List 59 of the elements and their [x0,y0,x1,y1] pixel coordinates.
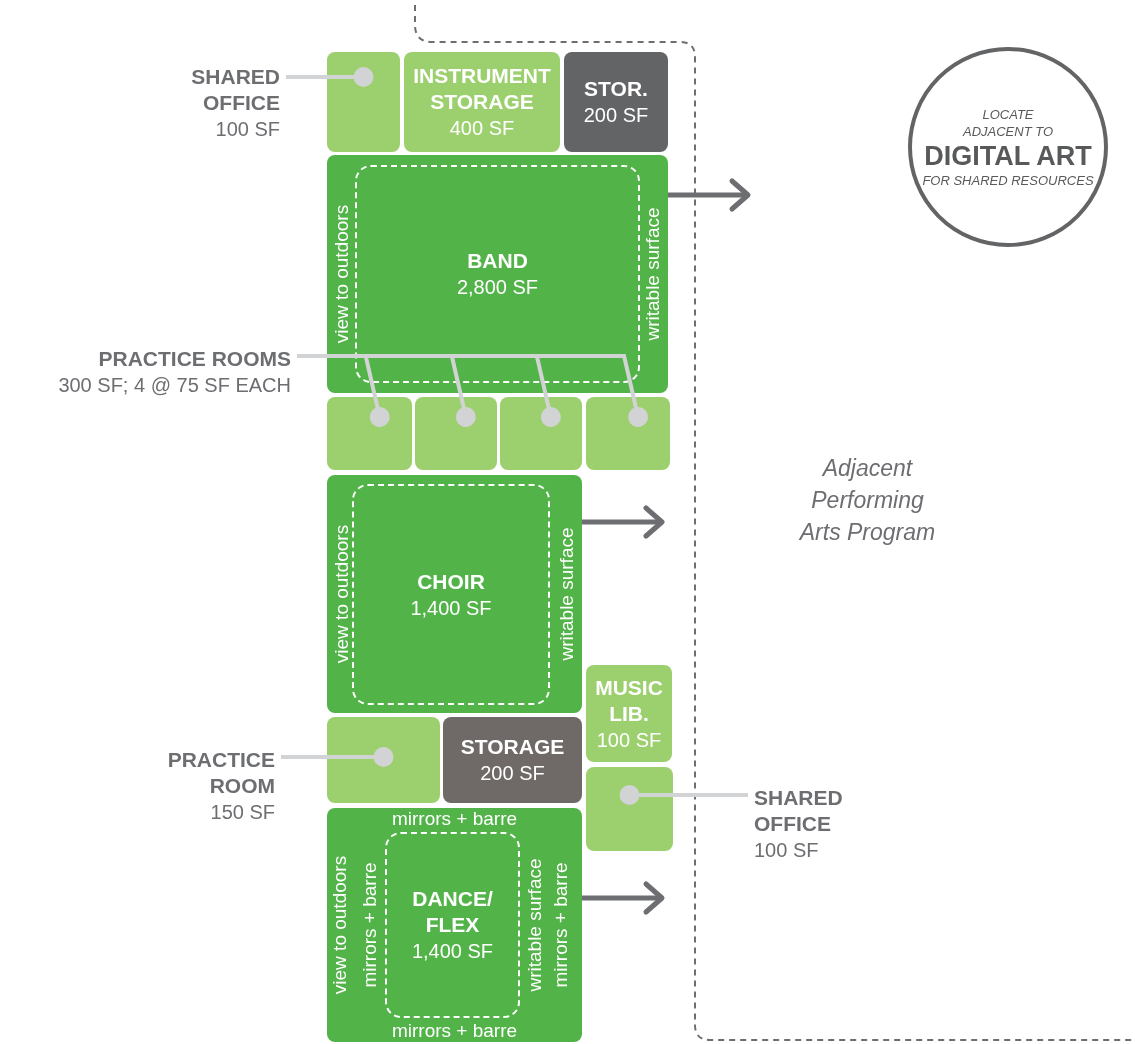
note-text: LOCATE ADJACENT TO [961,105,1055,140]
room-block [586,767,673,851]
leader-line [619,785,748,805]
area-label: 150 SF [210,800,275,825]
room-name: PRACTICE ROOM [166,747,275,799]
area-label: 300 SF; 4 @ 75 SF EACH [58,373,291,398]
arrow [582,881,665,915]
leader-line [286,67,374,87]
region-label: Adjacent Performing Arts Program [798,454,937,547]
room-zone [355,165,640,383]
wall-note: mirrors + barre [359,862,381,988]
room-block [500,397,582,470]
room-block [564,52,668,152]
wall-note: mirrors + barre [390,808,519,830]
area-label: 400 SF [449,116,515,141]
room-block [415,397,497,470]
area-label: 100 SF [215,117,280,142]
room-block [586,397,670,470]
room-block [327,808,582,1042]
wall-note: mirrors + barre [390,1020,519,1042]
room-name: SHARED OFFICE [754,785,844,837]
area-label: 200 SF [480,761,545,786]
area-label: 100 SF [596,727,662,753]
area-label: 200 SF [583,103,649,128]
area-label: 1,400 SF [410,595,492,621]
room-name: MUSIC LIB. [594,674,664,727]
room-name: STOR. [584,76,648,102]
area-label: 1,400 SF [411,939,494,964]
room-block [443,717,582,803]
wall-note: writable surface [524,858,546,992]
wall-note: writable surface [642,207,664,341]
room-block [404,52,560,152]
room-name: PRACTICE ROOMS [98,346,291,372]
wall-note: view to outdoors [331,524,353,664]
room-block [327,155,668,393]
wall-note: view to outdoors [331,204,353,344]
arrow [582,505,665,539]
room-name: SHARED OFFICE [190,64,280,116]
note-text: FOR SHARED RESOURCES [921,171,1095,189]
room-name: STORAGE [460,734,565,760]
room-zone [385,832,520,1018]
room-name: INSTRUMENT STORAGE [412,63,552,115]
note-heading: DIGITAL ART [924,139,1092,172]
area-label: 100 SF [754,838,819,863]
arrow [668,178,751,212]
room-name: CHOIR [417,568,485,595]
room-block [586,665,672,762]
room-name: BAND [467,248,528,274]
room-name: DANCE/ FLEX [411,886,494,938]
room-block [327,397,412,470]
wall-note: view to outdoors [329,855,351,995]
leader-line [281,747,394,767]
room-block [327,717,440,803]
wall-note: mirrors + barre [550,862,572,988]
wall-note: writable surface [556,527,578,661]
room-block [327,475,582,713]
room-zone [352,484,550,705]
area-label: 2,800 SF [456,275,539,300]
room-block [327,52,400,152]
